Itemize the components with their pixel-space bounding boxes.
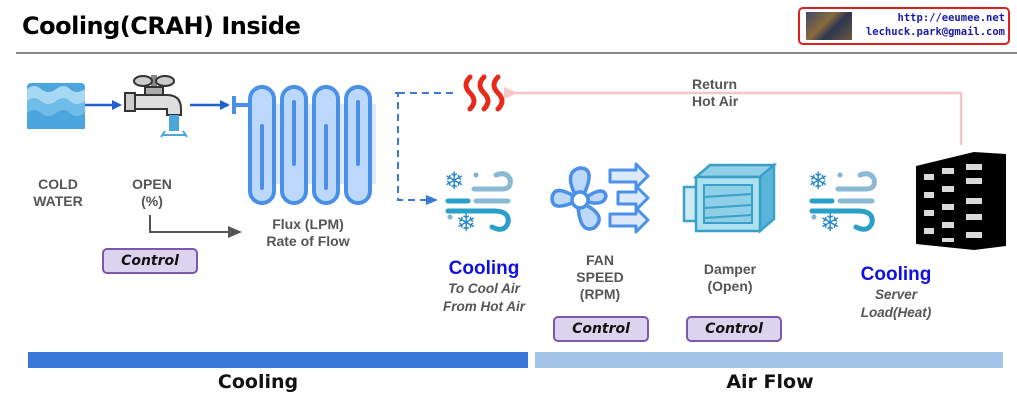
cold-wind-icon: ❄❄: [444, 167, 513, 237]
svg-text:❄: ❄: [444, 167, 464, 195]
cold-water-icon: [27, 83, 85, 129]
airflow-band-label: Air Flow: [726, 371, 814, 393]
damper-control-button[interactable]: Control: [686, 316, 782, 342]
radiator-icon: [232, 85, 376, 205]
svg-text:❄: ❄: [808, 167, 828, 195]
fan-icon: [550, 162, 650, 234]
server-load-label: Cooling Server Load(Heat): [860, 264, 932, 320]
author-url[interactable]: http://eeumee.net: [897, 12, 1005, 24]
faucet-icon: [124, 75, 188, 138]
page-title: Cooling(CRAH) Inside: [22, 12, 301, 40]
cooling-coil-label: Cooling To Cool Air From Hot Air: [443, 258, 525, 314]
author-avatar: [806, 12, 852, 40]
cold-water-label: COLD WATER: [33, 176, 83, 209]
arrow-return-hot-air: [504, 87, 963, 145]
cold-wind-icon: ❄❄: [808, 167, 877, 237]
radiator-flux-label: Flux (LPM) Rate of Flow: [266, 216, 350, 249]
cooling-band: [28, 352, 528, 368]
valve-control-button[interactable]: Control: [102, 248, 198, 274]
title-divider: [16, 52, 1017, 54]
arrow-dashed-loop: [395, 92, 438, 205]
cooling-band-label: Cooling: [217, 371, 299, 393]
author-info: http://eeumee.net lechuck.park@gmail.com: [866, 11, 1005, 39]
damper-icon: [682, 162, 778, 234]
return-hot-air-label: Return Hot Air: [692, 76, 739, 109]
server-rack-icon: [916, 152, 1006, 250]
heat-icon: [463, 74, 505, 112]
svg-text:❄: ❄: [820, 209, 840, 237]
author-email[interactable]: lechuck.park@gmail.com: [865, 26, 1005, 38]
arrow-open-to-flux: [149, 215, 242, 238]
valve-open-label: OPEN (%): [132, 176, 172, 209]
damper-label: Damper (Open): [703, 261, 757, 294]
svg-text:❄: ❄: [456, 209, 476, 237]
fan-speed-label: FAN SPEED (RPM): [576, 252, 624, 302]
fan-control-button[interactable]: Control: [553, 316, 649, 342]
airflow-band: [535, 352, 1003, 368]
